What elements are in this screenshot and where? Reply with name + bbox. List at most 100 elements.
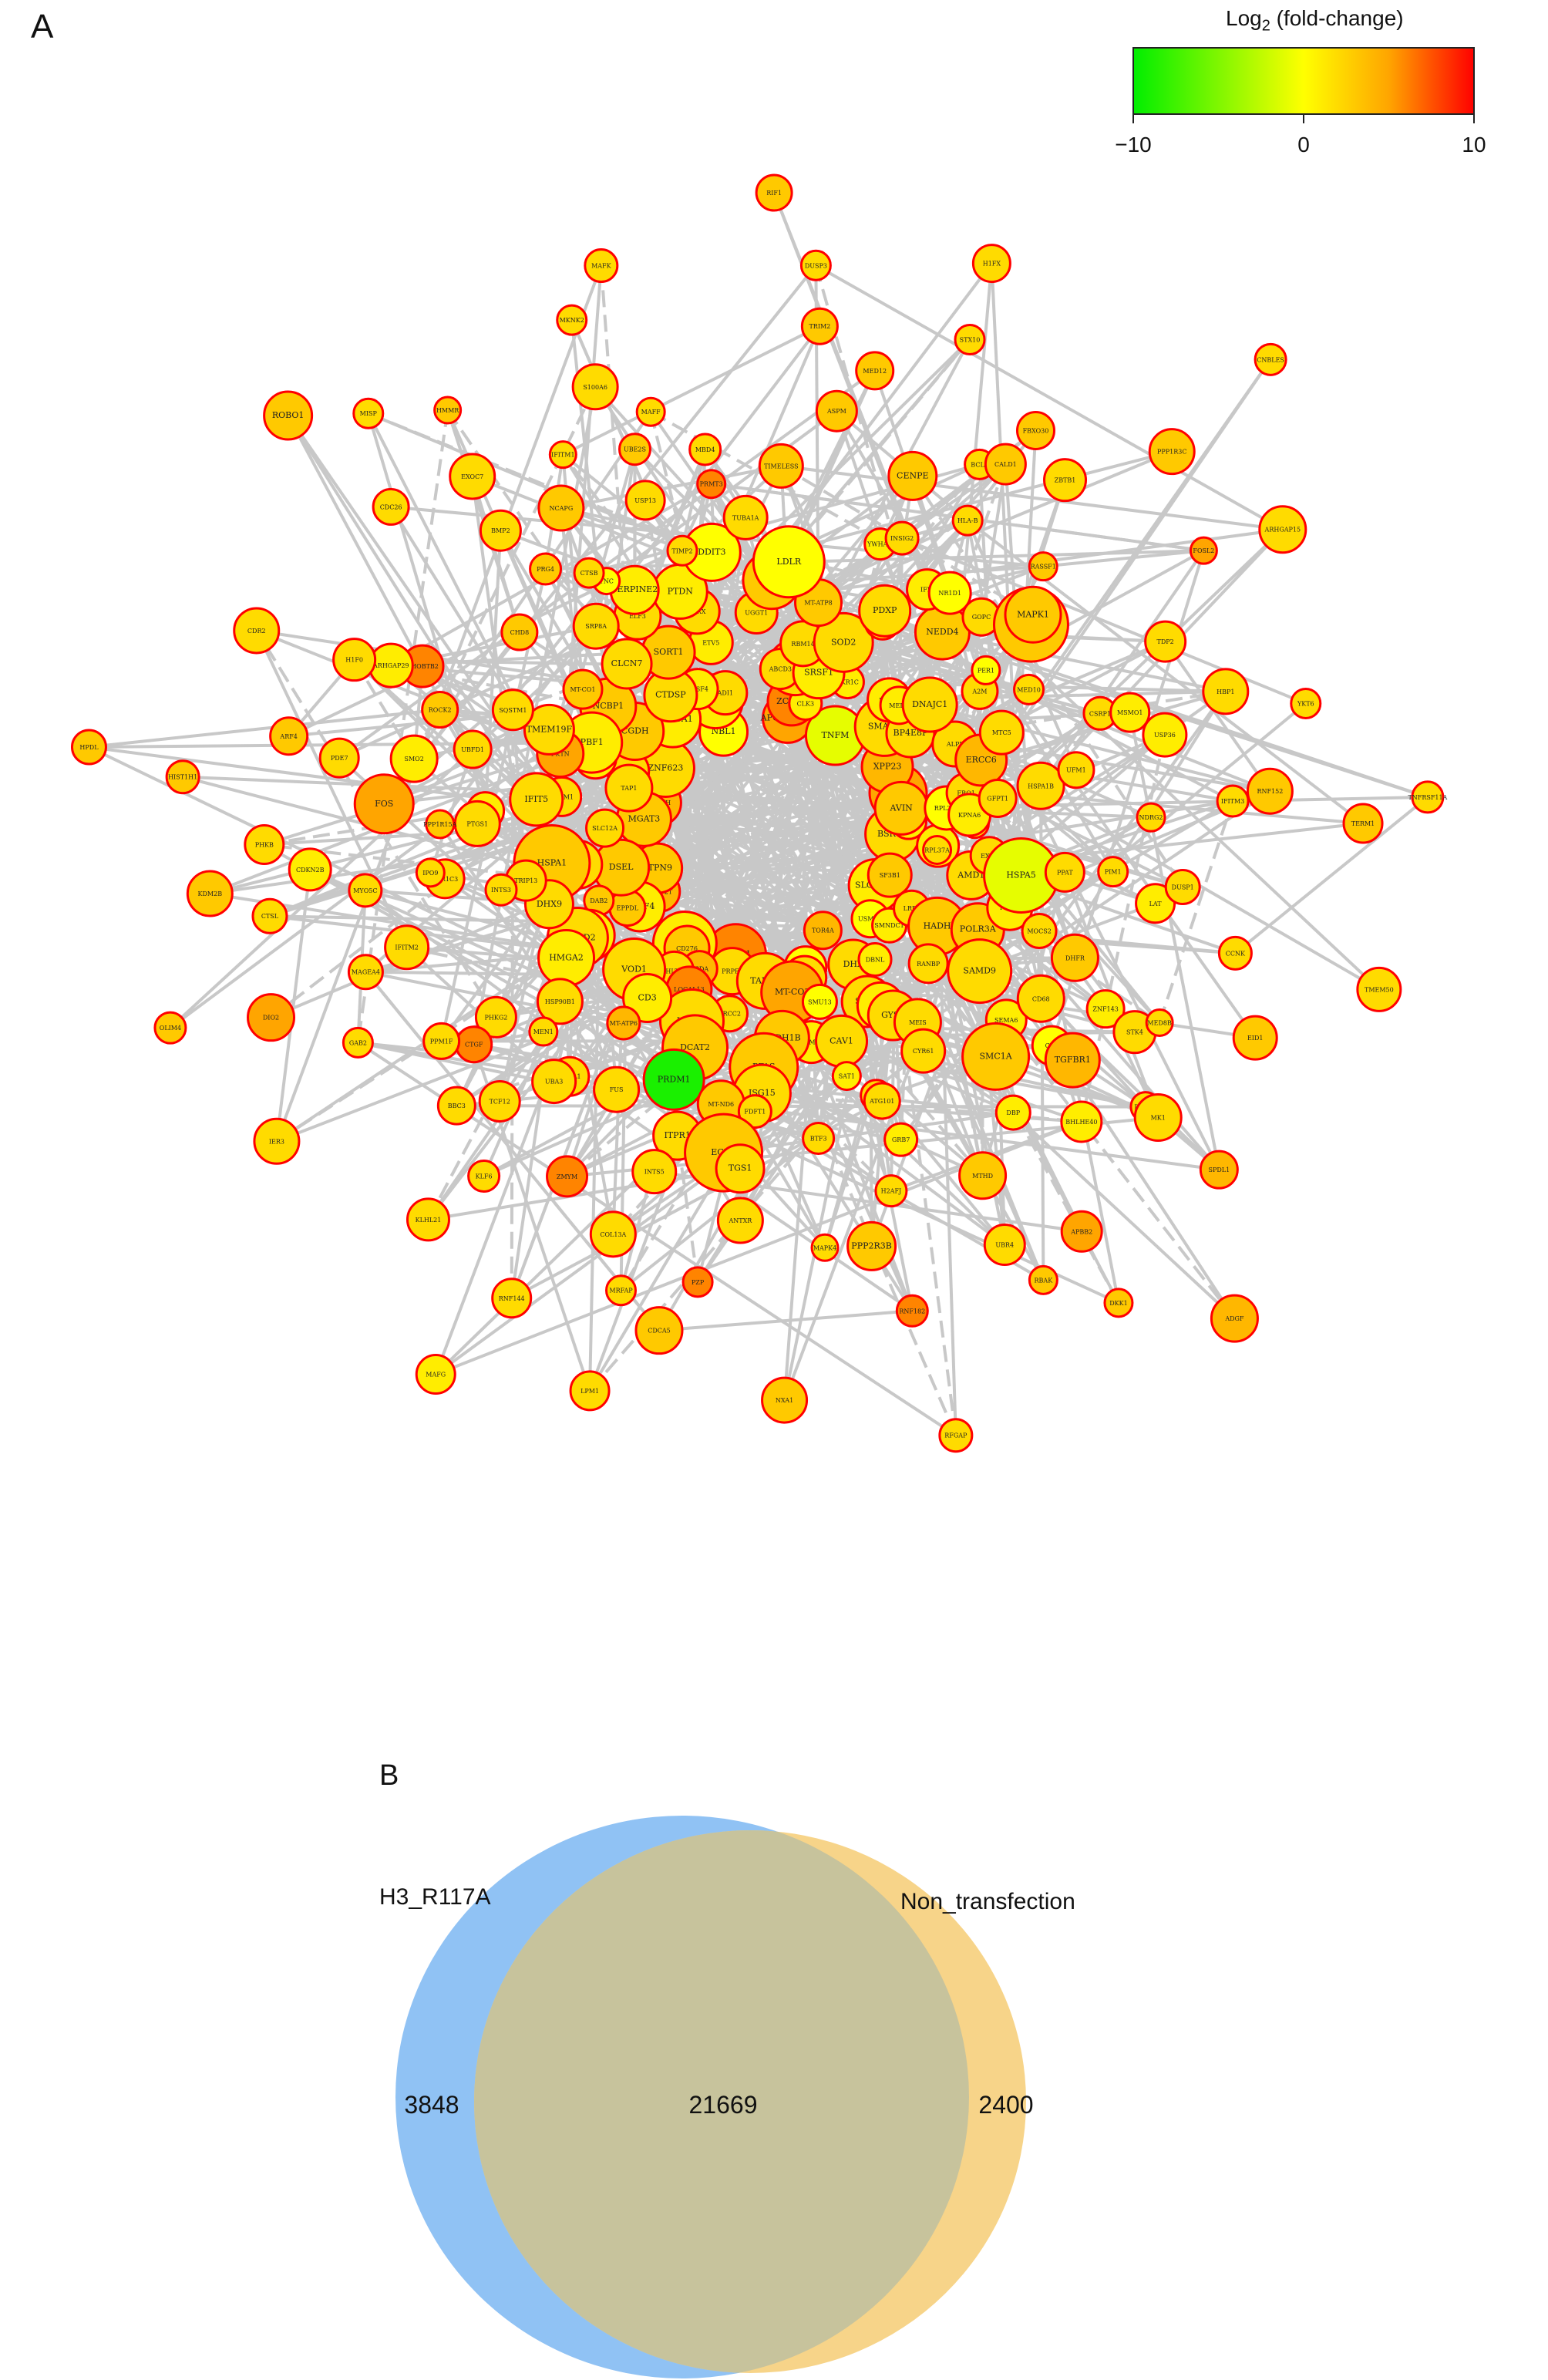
network-node: HMGA2 [537, 929, 596, 988]
network-node-circle [556, 304, 588, 336]
network-node: COL13A [589, 1210, 637, 1258]
network-node-label: LRP1 [904, 905, 920, 912]
network-node-label: FUS [610, 1086, 624, 1093]
network-node: DKK1 [1103, 1288, 1134, 1318]
network-node: TDP2 [1144, 620, 1187, 663]
network-node: PRDM1 [642, 1048, 705, 1111]
network-node-label: DCAT2 [680, 1042, 710, 1052]
network-node-circle [288, 847, 332, 892]
network-node-circle [1411, 780, 1445, 814]
network-node-circle [422, 1022, 461, 1060]
network-node-circle [233, 607, 281, 655]
network-node-circle [1013, 673, 1045, 705]
network-node-circle [1015, 411, 1055, 451]
network-node: UBA3 [531, 1059, 577, 1105]
network-node-label: PRDM1 [658, 1074, 691, 1084]
network-node-circle [352, 397, 385, 429]
network-node: PHKB [244, 824, 285, 866]
network-node-label: CLCN7 [611, 658, 643, 668]
network-node: FBXO30 [1015, 411, 1055, 451]
network-node-label: RNF152 [1257, 788, 1283, 795]
network-node-circle [593, 1065, 641, 1113]
network-node-circle [1217, 935, 1253, 971]
network-node: GFPT1 [978, 779, 1018, 819]
network-node-circle [634, 1306, 684, 1355]
network-node-circle [1164, 869, 1201, 906]
network-edge [1128, 712, 1221, 1170]
network-node-label: H1F0 [345, 657, 363, 664]
network-node-label: HLA-B [957, 517, 978, 524]
network-node-label: HADH [924, 921, 951, 931]
network-node: UBR4 [983, 1224, 1026, 1267]
network-node-label: HSP90B1 [545, 998, 575, 1005]
network-node: MRFAP [604, 1274, 637, 1307]
network-node: NR1D1 [927, 571, 972, 615]
network-node-circle [978, 779, 1018, 819]
network-node-circle [800, 307, 839, 345]
network-node-label: MK1 [1151, 1114, 1166, 1121]
network-node-label: XPP23 [873, 762, 902, 772]
network-node-label: MAGEA4 [352, 969, 380, 976]
network-node-label: USP36 [1154, 732, 1176, 739]
network-node-circle [901, 676, 958, 733]
network-node-label: KLF6 [476, 1173, 493, 1180]
network-node: IFITM3 [1216, 784, 1250, 818]
network-node: FOS [353, 773, 415, 835]
network-node-circle [961, 1022, 1031, 1091]
network-node: MAPK4 [810, 1233, 840, 1262]
network-node-label: IFITM1 [551, 452, 575, 459]
network-node-label: CAV1 [830, 1035, 853, 1045]
network-node-label: ZNF623 [648, 762, 684, 773]
network-node: HSP90B1 [536, 978, 584, 1025]
network-node: USP13 [624, 480, 666, 521]
network-node-circle [737, 1094, 772, 1129]
network-node-label: DUSP1 [1172, 884, 1194, 891]
network-node-label: AKR1C [836, 679, 859, 686]
network-node-label: HSPA5 [1006, 870, 1035, 880]
network-node: DBP [994, 1094, 1031, 1131]
network-node-label: PDXP [873, 605, 897, 615]
network-node: KLF6 [467, 1159, 501, 1193]
network-node: APBB2 [1060, 1210, 1103, 1253]
network-node-label: CYR61 [913, 1048, 934, 1055]
network-node-label: MTC5 [992, 729, 1011, 736]
network-node: MTC5 [978, 709, 1025, 756]
network-node: INTS3 [484, 873, 518, 907]
network-node-label: MAFK [591, 263, 612, 270]
network-node-label: KLHL21 [416, 1217, 442, 1224]
venn-label-non-transfection: Non_transfection [900, 1889, 1075, 1914]
network-node-circle [1050, 933, 1099, 982]
network-edge [286, 414, 629, 909]
network-node-label: CCNK [1226, 950, 1246, 957]
network-edge [658, 1309, 913, 1332]
network-node-label: FDFT1 [744, 1109, 766, 1116]
network-node-label: CDCA5 [648, 1328, 671, 1335]
network-node-circle [491, 688, 534, 732]
network-node: TGFBR1 [1044, 1032, 1101, 1089]
network-node: PHKG2 [474, 995, 517, 1039]
network-node-label: SPDL1 [1208, 1166, 1230, 1173]
network-node-label: PPAT [1057, 869, 1073, 876]
network-node-circle [983, 1224, 1026, 1267]
network-node-label: STK4 [1126, 1029, 1143, 1036]
network-edge [790, 700, 1120, 1304]
network-edge [426, 937, 580, 1220]
network-edge [568, 1075, 914, 1312]
network-node: PPP2R3B [846, 1220, 897, 1271]
network-node-circle [601, 638, 653, 690]
network-node-label: SQSTM1 [499, 707, 527, 714]
network-node: PPP1R15A [423, 809, 457, 840]
network-node-circle [372, 487, 410, 526]
legend-tick-label-mid: 0 [1297, 133, 1310, 157]
network-node-circle [1356, 966, 1402, 1012]
network-node: CTGF [455, 1025, 493, 1064]
network-edge [815, 264, 1284, 531]
network-node-circle [421, 690, 459, 729]
network-node: CAV1 [815, 1014, 869, 1068]
network-node-circle [857, 941, 893, 977]
network-node-circle [606, 1005, 641, 1041]
network-node-circle [186, 870, 234, 917]
network-node: MKNK2 [556, 304, 588, 336]
network-edge [1164, 641, 1272, 793]
network-node: NCAPG [537, 484, 585, 532]
